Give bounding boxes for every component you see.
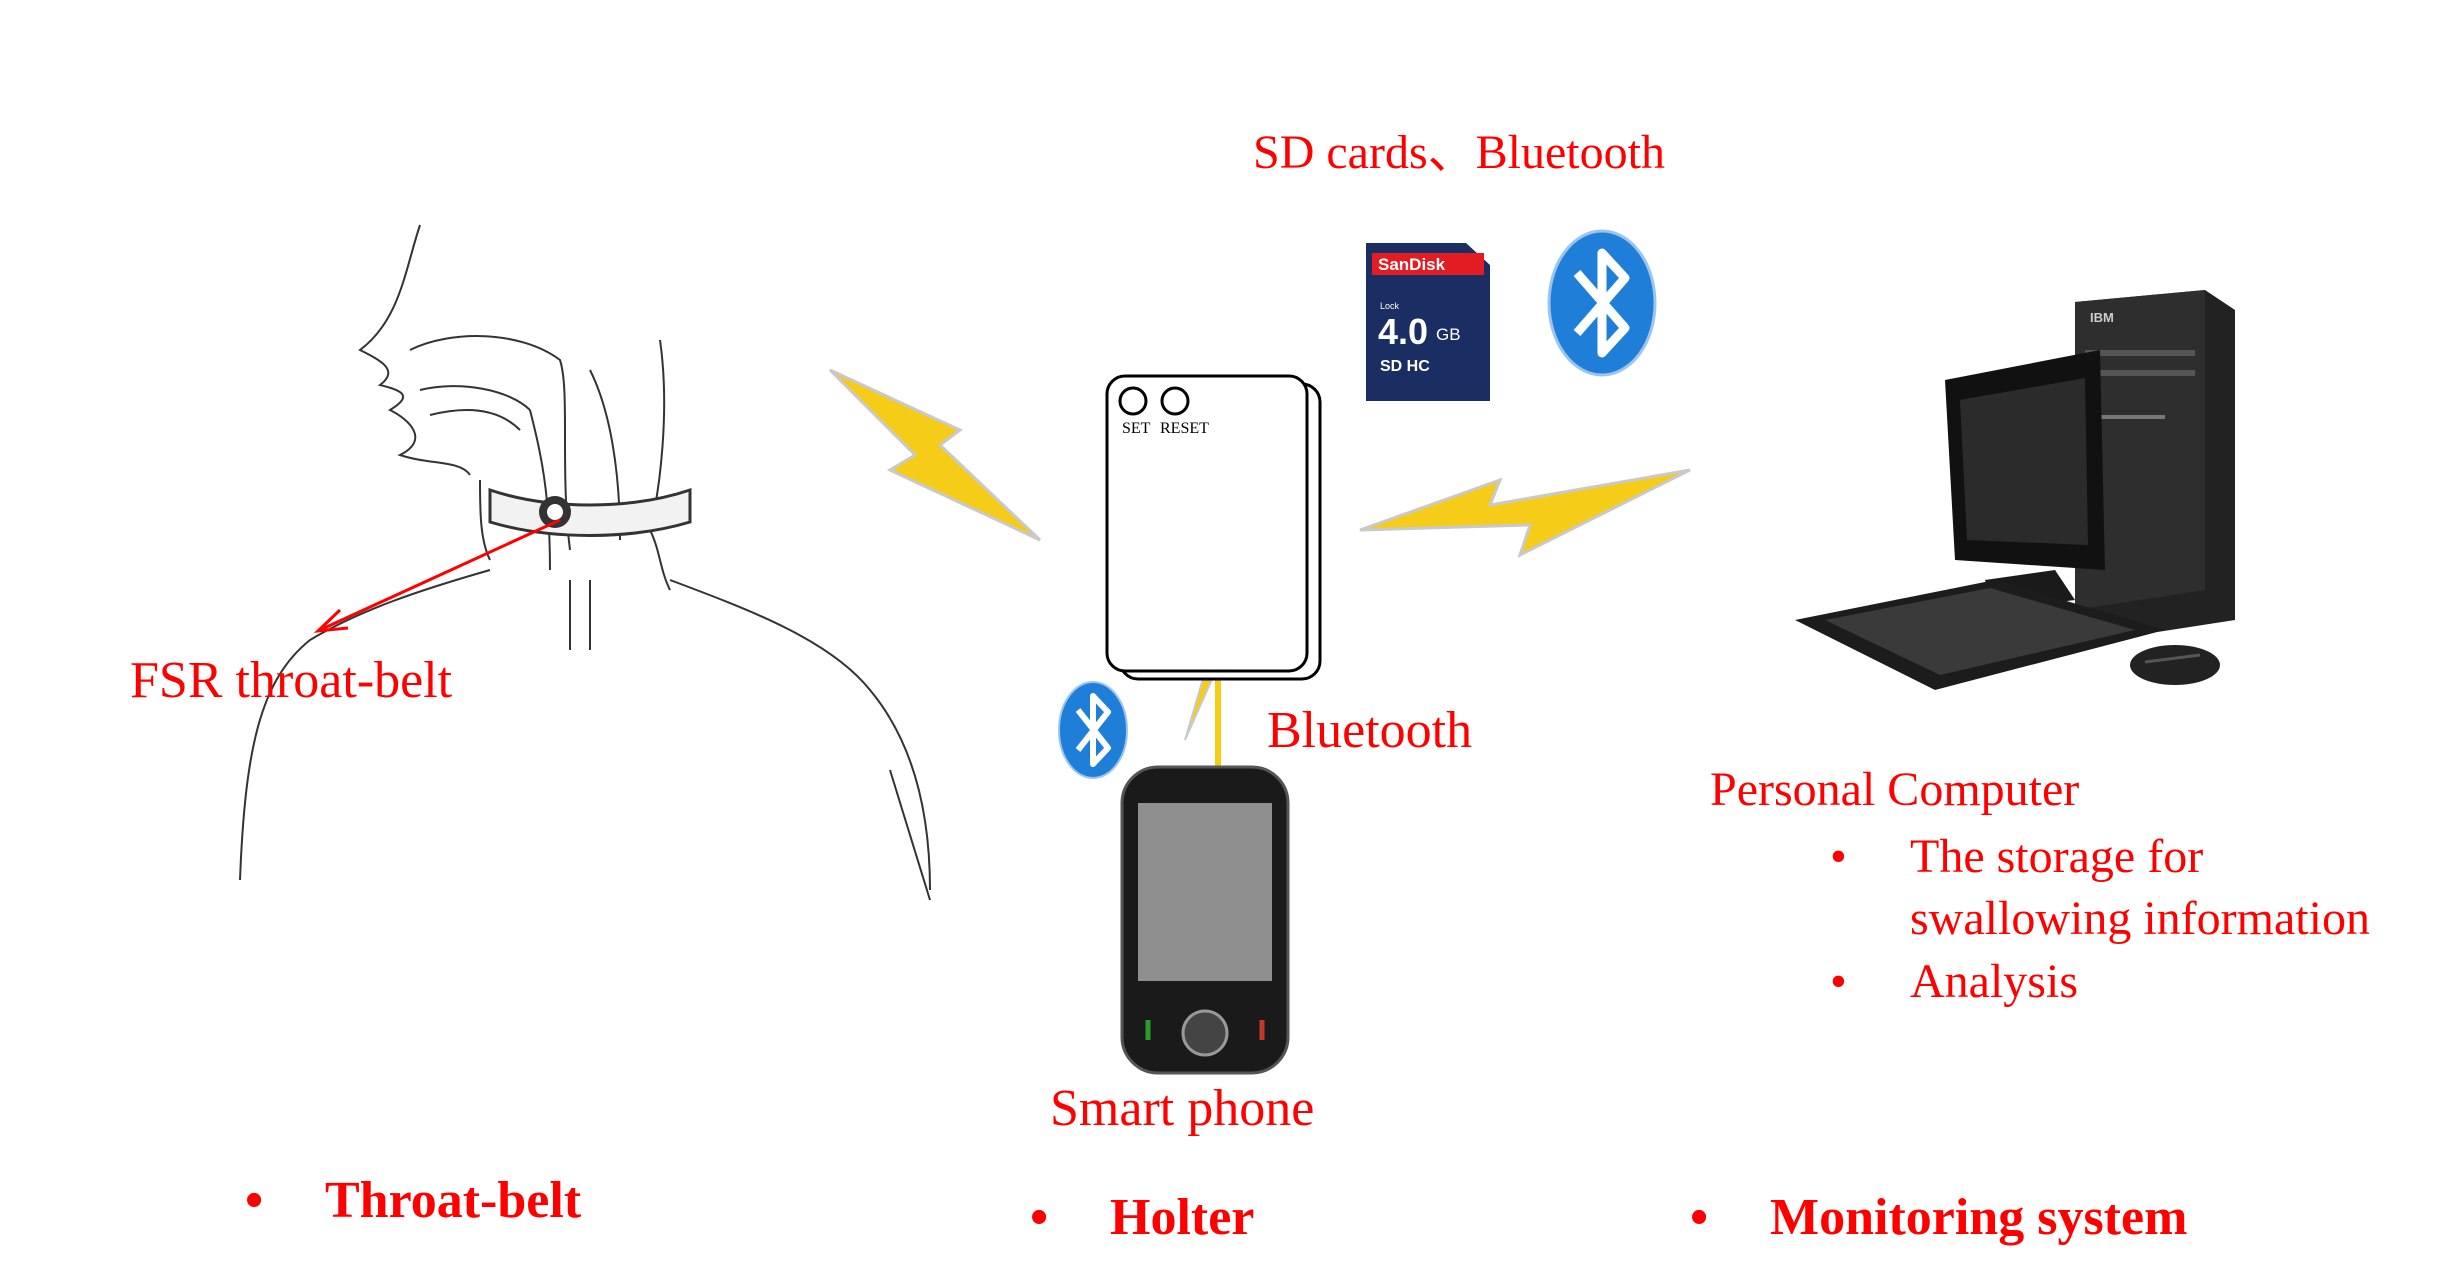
set-label: SET — [1122, 420, 1151, 437]
bullet-dot: • — [1030, 1189, 1049, 1246]
bullet-text: Holter — [1110, 1189, 1255, 1246]
bottom-bullet-throat-belt: • Throat-belt — [245, 1175, 581, 1227]
personal-computer: IBM — [1785, 290, 2275, 710]
reset-label: RESET — [1160, 420, 1209, 437]
bottom-bullet-monitoring-system: • Monitoring system — [1690, 1192, 2187, 1244]
bottom-bullet-holter: • Holter — [1030, 1192, 1254, 1244]
holter-device: SET RESET — [1105, 374, 1322, 681]
bullet-dot: • — [1830, 954, 1847, 1008]
pc-title: Personal Computer — [1710, 763, 2080, 816]
lightning-bolt-left-icon — [828, 368, 1042, 542]
smart-phone — [1120, 765, 1290, 1075]
fsr-arrow — [313, 518, 561, 633]
fsr-label: FSR throat-belt — [130, 652, 453, 709]
sd-card-brand: SanDisk — [1378, 255, 1446, 274]
computer-brand: IBM — [2090, 310, 2114, 325]
pc-item-text: The storage for — [1910, 830, 2204, 883]
bullet-dot: • — [1690, 1189, 1709, 1246]
sd-card-capacity: 4.0 — [1378, 311, 1429, 352]
storage-title: SD cards、Bluetooth — [1253, 126, 1665, 179]
bluetooth-label: Bluetooth — [1267, 702, 1473, 759]
bullet-dot: • — [245, 1172, 264, 1229]
throat-belt — [488, 487, 692, 537]
set-button — [1118, 386, 1148, 416]
bullet-dot: • — [1830, 830, 1847, 883]
pc-list-item: • The storage for swallowing information — [1830, 826, 2370, 951]
bluetooth-icon — [1058, 681, 1128, 779]
bluetooth-large-icon — [1547, 229, 1657, 377]
pc-feature-list: • The storage for swallowing information… — [1830, 826, 2370, 1013]
sd-card-type: SD HC — [1380, 358, 1430, 375]
reset-button — [1160, 386, 1190, 416]
sd-card-unit: GB — [1436, 325, 1461, 344]
pc-list-item: • Analysis — [1830, 951, 2370, 1013]
sd-card-lock: Lock — [1380, 301, 1400, 311]
bullet-text: Monitoring system — [1770, 1189, 2188, 1246]
sd-card: SanDisk Lock 4.0 GB SD HC — [1366, 243, 1490, 401]
bullet-text: Throat-belt — [325, 1172, 582, 1229]
smartphone-label: Smart phone — [1050, 1080, 1315, 1137]
throat-illustration — [239, 224, 931, 901]
lightning-bolt-right-icon — [1359, 468, 1691, 558]
pc-item-text: Analysis — [1910, 954, 2078, 1008]
pc-item-text-continued: swallowing information — [1910, 892, 2370, 946]
